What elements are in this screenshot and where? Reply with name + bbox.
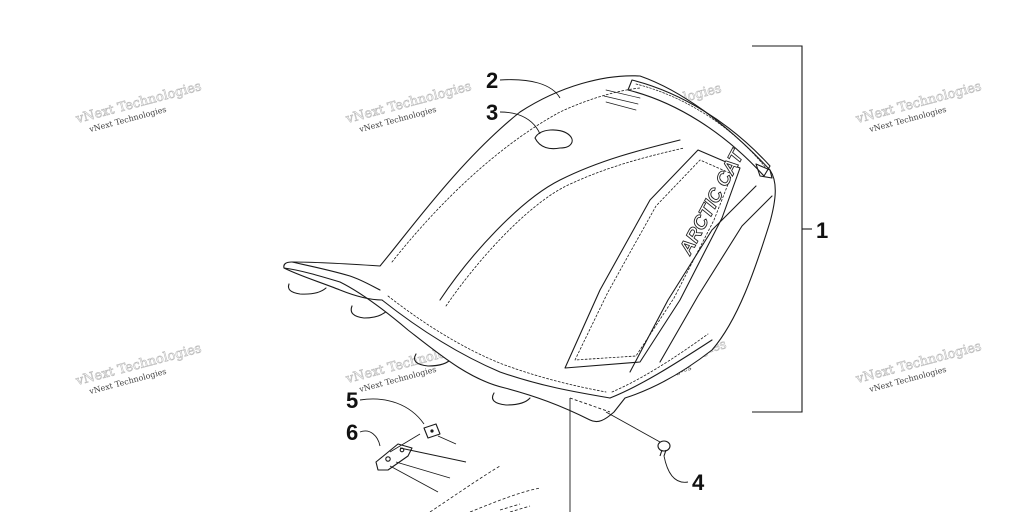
leader-5	[359, 398, 425, 425]
watermark: vNext Technologies vNext Technologies	[343, 79, 473, 135]
callout-1: 1	[816, 218, 828, 243]
screw	[657, 440, 671, 457]
seat-nose-edge	[291, 261, 381, 291]
watermark: vNext Technologies vNext Technologies	[73, 341, 203, 397]
bracket	[375, 443, 413, 471]
assembly-line	[399, 447, 467, 463]
assembly-line	[395, 461, 451, 479]
assembly-line	[605, 411, 661, 443]
leader-3	[499, 111, 541, 135]
assembly-line	[569, 397, 611, 413]
stitch-line	[611, 333, 709, 393]
graphic-panel	[564, 149, 741, 369]
callouts: 1 2 3 4 5 6	[346, 68, 828, 495]
seat-tab	[413, 353, 453, 367]
leader-6	[359, 430, 381, 447]
seat-tab	[287, 283, 327, 295]
watermark: vNext Technologies vNext Technologies	[853, 79, 983, 135]
stitch-line	[391, 87, 641, 263]
logo-strip	[603, 89, 641, 111]
seat-assembly	[283, 75, 776, 423]
seat-tab	[491, 392, 531, 406]
callout-3: 3	[486, 100, 498, 125]
rear-cowl	[627, 79, 771, 177]
nut	[423, 423, 441, 439]
seat-tab	[350, 305, 389, 319]
decal-cap	[534, 129, 573, 150]
assembly-line	[389, 465, 439, 493]
seat-outline	[283, 75, 776, 423]
stitch-line	[387, 295, 607, 393]
side-panel-edge	[381, 299, 611, 399]
latch	[755, 163, 773, 179]
leader-lines	[359, 79, 689, 483]
side-panel-edge	[609, 339, 713, 399]
leader-2	[499, 79, 561, 99]
seat-nose	[283, 267, 383, 301]
assembly-lines	[389, 397, 661, 512]
callout-4: 4	[692, 470, 705, 495]
assembly-bracket	[752, 45, 812, 413]
seat-panel	[445, 147, 685, 307]
graphic-stripe	[659, 195, 773, 363]
watermark: vNext Technologies vNext Technologies	[73, 79, 203, 135]
leader-4	[663, 455, 689, 483]
hardware	[375, 423, 671, 471]
callout-6: 6	[346, 420, 358, 445]
callout-2: 2	[486, 68, 498, 93]
callout-5: 5	[346, 388, 358, 413]
graphic-stripe	[629, 185, 757, 373]
assembly-line	[437, 435, 457, 445]
assembly-line	[389, 433, 421, 453]
seat-panel	[439, 139, 681, 301]
frame-phantom	[429, 465, 541, 512]
rear-cowl-detail	[635, 83, 767, 169]
watermark: vNext Technologies vNext Technologies	[853, 339, 983, 395]
